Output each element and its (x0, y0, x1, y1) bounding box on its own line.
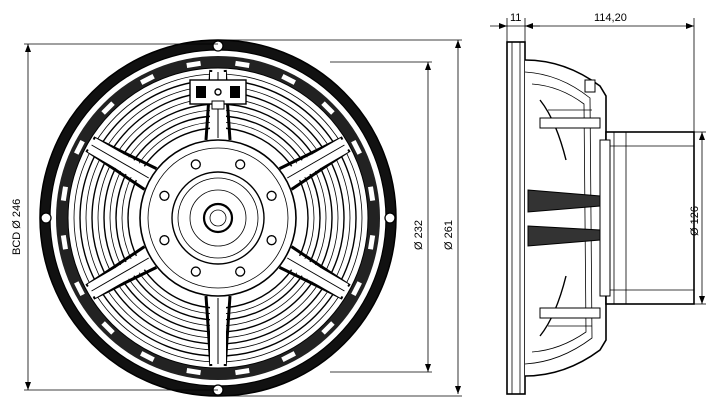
basket-spokes (85, 69, 351, 367)
depth-dimension: 114,20 (525, 12, 695, 132)
frame-rim-slots (60, 60, 376, 376)
outer-diameter-label: Ø 261 (443, 220, 455, 250)
magnet-diameter-dimension: Ø 126 (689, 131, 706, 305)
inner-diameter-dimension: Ø 232 (330, 61, 432, 373)
bcd-label: BCD Ø 246 (11, 199, 23, 255)
front-view (39, 39, 397, 397)
terminal-block (189, 79, 247, 110)
flange-thickness-dimension: 11 (490, 12, 540, 46)
magnet-bolt-holes (159, 159, 277, 277)
magnet-diameter-label: Ø 126 (689, 206, 701, 236)
flange-thickness-label: 11 (510, 12, 521, 24)
depth-label: 114,20 (594, 12, 627, 24)
side-view (506, 41, 695, 395)
outer-diameter-dimension: Ø 261 (218, 39, 462, 397)
bcd-dimension: BCD Ø 246 (11, 43, 218, 391)
inner-diameter-label: Ø 232 (413, 220, 425, 250)
